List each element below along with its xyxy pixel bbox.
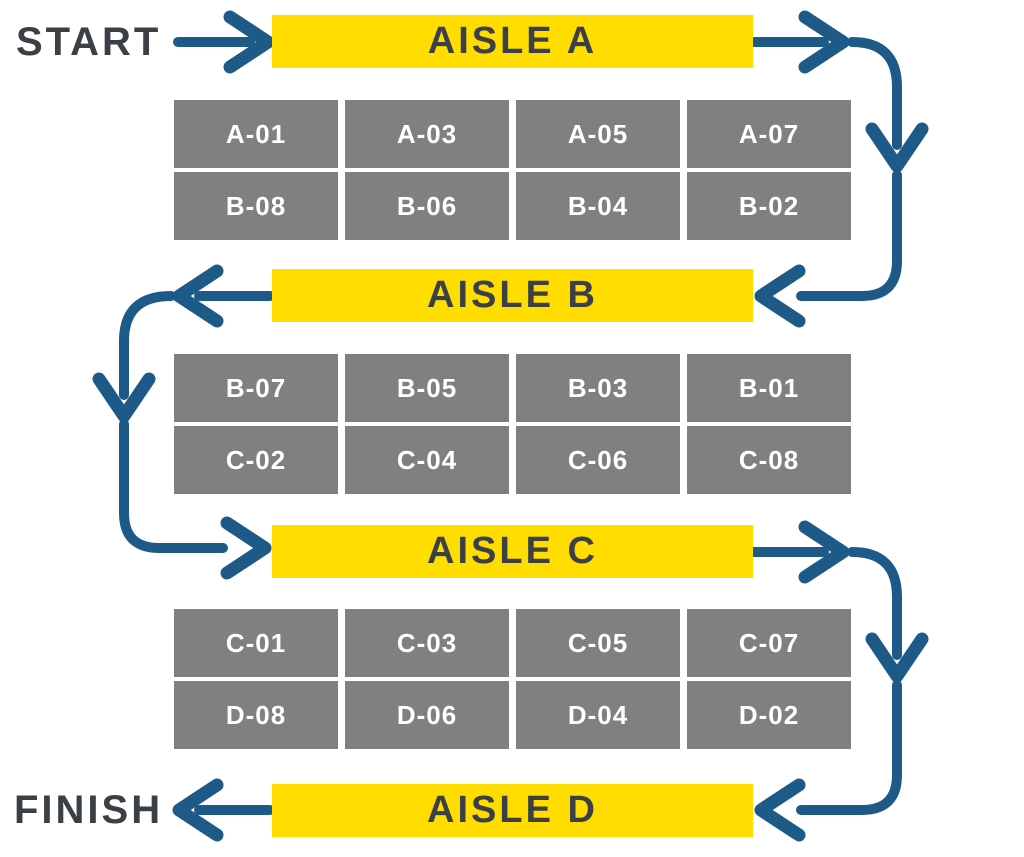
- corner-a-down-arrow-icon: [865, 122, 929, 173]
- shelf-cell: C-05: [516, 609, 680, 677]
- shelf-cell: B-07: [174, 354, 338, 422]
- shelf-cell: A-05: [516, 100, 680, 168]
- finish-label: FINISH: [14, 788, 164, 832]
- start-label: START: [16, 20, 162, 64]
- shelf-cell: D-08: [174, 681, 338, 749]
- corner-a-down-shaft: [847, 37, 902, 150]
- shelf-cell: D-04: [516, 681, 680, 749]
- shelf-cell: B-01: [687, 354, 851, 422]
- finish-left-arrow-icon: [172, 778, 224, 842]
- aisle-c-banner: AISLE C: [272, 525, 753, 578]
- shelf-cell: B-05: [345, 354, 509, 422]
- start-right-arrow-icon: [223, 10, 275, 74]
- shelf-group-a-b: A-01 A-03 A-05 A-07 B-08 B-06 B-04 B-02: [174, 100, 851, 240]
- shelf-cell: B-08: [174, 172, 338, 240]
- corner-b-down-shaft: [119, 291, 176, 400]
- shelf-cell: D-02: [687, 681, 851, 749]
- shelf-cell: D-06: [345, 681, 509, 749]
- shelf-group-c-d: C-01 C-03 C-05 C-07 D-08 D-06 D-04 D-02: [174, 609, 851, 749]
- aisle-b-banner: AISLE B: [272, 269, 753, 322]
- shelf-cell: B-04: [516, 172, 680, 240]
- into-aisle-c-shaft: [119, 419, 228, 553]
- shelf-cell: C-02: [174, 426, 338, 494]
- shelf-cell: C-07: [687, 609, 851, 677]
- aisle-a-right-arrow-icon: [798, 10, 850, 74]
- aisle-d-banner: AISLE D: [272, 784, 753, 837]
- shelf-cell: B-06: [345, 172, 509, 240]
- shelf-cell: B-03: [516, 354, 680, 422]
- into-aisle-b-left-arrow-icon: [754, 264, 806, 328]
- shelf-cell: B-02: [687, 172, 851, 240]
- shelf-cell: A-07: [687, 100, 851, 168]
- shelf-cell: C-01: [174, 609, 338, 677]
- shelf-cell: C-08: [687, 426, 851, 494]
- shelf-cell: C-03: [345, 609, 509, 677]
- aisle-a-banner: AISLE A: [272, 15, 753, 68]
- shelf-cell: A-03: [345, 100, 509, 168]
- corner-c-down-arrow-icon: [865, 632, 929, 683]
- shelf-cell: C-04: [345, 426, 509, 494]
- into-aisle-d-shaft: [796, 680, 902, 815]
- into-aisle-b-shaft: [796, 170, 902, 301]
- corner-c-down-shaft: [847, 547, 902, 660]
- shelf-group-b-c: B-07 B-05 B-03 B-01 C-02 C-04 C-06 C-08: [174, 354, 851, 494]
- into-aisle-d-left-arrow-icon: [754, 778, 806, 842]
- shelf-cell: A-01: [174, 100, 338, 168]
- into-aisle-c-right-arrow-icon: [220, 516, 272, 580]
- shelf-cell: C-06: [516, 426, 680, 494]
- corner-b-down-arrow-icon: [92, 372, 156, 423]
- aisle-b-left-arrow-icon: [172, 264, 224, 328]
- aisle-c-right-arrow-icon: [798, 520, 850, 584]
